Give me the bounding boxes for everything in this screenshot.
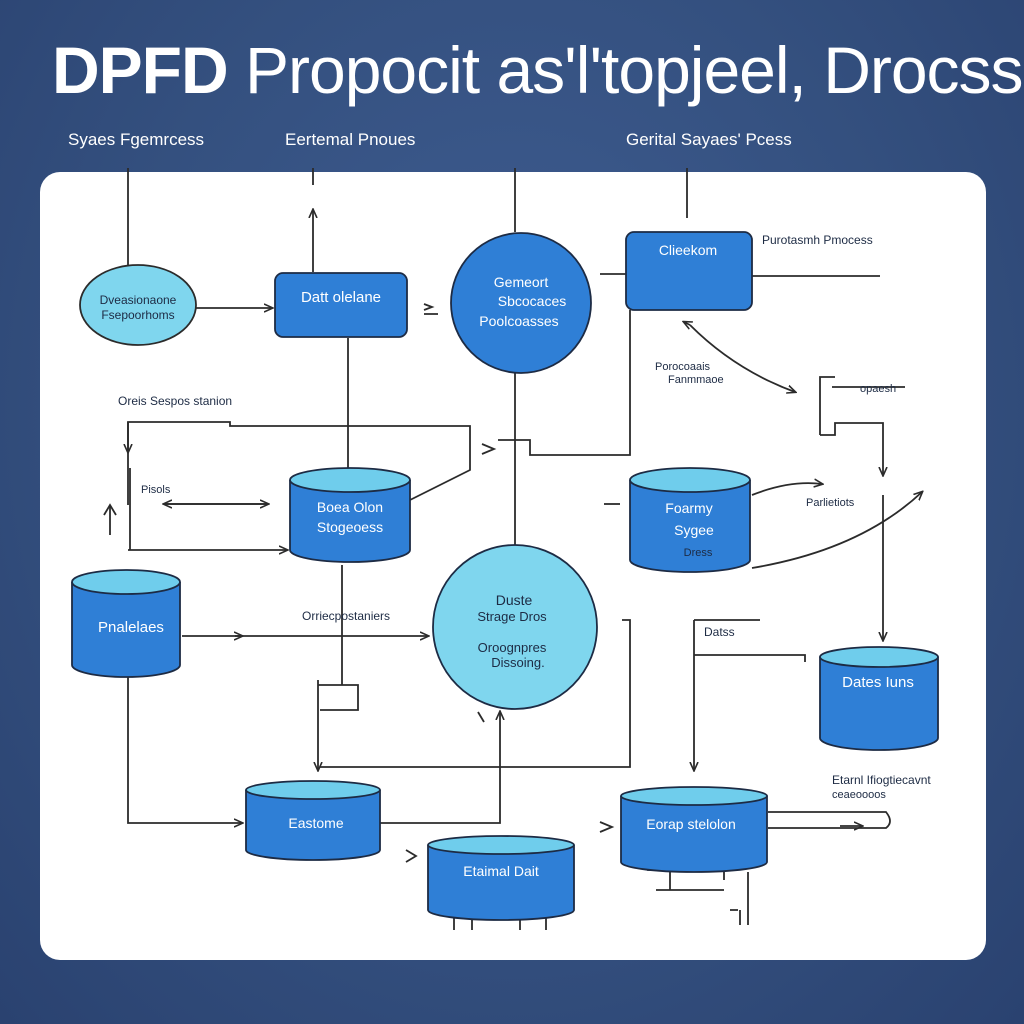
- node-label: Dissoing.: [491, 655, 544, 670]
- flow-label: Purotasmh Pmocess: [762, 233, 873, 247]
- node-label: Oroognpres: [478, 640, 547, 655]
- process-ellipse-left: Dveasionaone Fsepoorhoms: [79, 264, 197, 346]
- process-circle-top: Gemeort Sbcocaces Poolcoasses: [450, 232, 592, 374]
- node-label: Pnalelaes: [98, 619, 164, 636]
- connector-line: [819, 376, 905, 435]
- flow-label: Datss: [704, 625, 735, 639]
- datastore-bottom-right: Eorap stelolon: [620, 786, 768, 873]
- node-label: Duste: [496, 592, 533, 608]
- connector-line: [599, 821, 615, 833]
- flow-label: Oreis Sespos stanion: [118, 394, 232, 408]
- connector-line: [768, 811, 891, 829]
- datastore-bottom-middle: Etaimal Dait: [427, 835, 575, 921]
- top-label-general-process: Gerital Sayaes' Pcess: [626, 130, 792, 149]
- data-box-top-right: Clieekom: [625, 231, 753, 311]
- node-label: Fsepoorhoms: [101, 308, 174, 322]
- process-circle-middle: Duste Strage Dros Oroognpres Dissoing.: [432, 544, 598, 710]
- node-label: Clieekom: [659, 242, 717, 258]
- connector-line: [477, 711, 485, 723]
- node-label: Strage Dros: [477, 609, 547, 624]
- node-label: Boea Olon: [317, 499, 383, 515]
- node-label: Sygee: [674, 522, 714, 538]
- connector-line: [689, 324, 795, 392]
- node-label: Stogeoess: [317, 519, 383, 535]
- node-label: Dress: [684, 547, 713, 559]
- connector-line: [380, 712, 500, 824]
- flow-label: Pisols: [141, 484, 171, 496]
- connector-line: [684, 322, 690, 325]
- node-label: Eorap stelolon: [646, 816, 736, 832]
- top-label-system-process: Syaes Fgemrcess: [68, 130, 205, 149]
- node-label: Gemeort: [494, 274, 549, 290]
- connector-line: [730, 872, 749, 925]
- node-label: Poolcoasses: [479, 313, 558, 329]
- datastore-mid-left: Boea Olon Stogeoess: [289, 467, 411, 563]
- connector-lines: [103, 168, 922, 930]
- flow-label: opaesh: [860, 383, 896, 395]
- connector-line: [320, 619, 631, 768]
- datastore-bottom-left: Eastome: [245, 780, 381, 861]
- connector-line: [481, 443, 497, 455]
- node-label: Dveasionaone: [100, 293, 177, 307]
- node-label: Sbcocaces: [498, 293, 566, 309]
- connector-line: [820, 422, 883, 475]
- data-box-top: Datt olelane: [274, 272, 408, 338]
- node-label: Eastome: [288, 815, 343, 831]
- node-label: Foarmy: [665, 500, 712, 516]
- connector-line: [318, 684, 359, 711]
- flow-label: Fanmmaoe: [668, 374, 724, 386]
- connector-line: [694, 619, 806, 662]
- datastore-mid-right: Foarmy Sygee Dress: [629, 467, 751, 573]
- node-label: Datt olelane: [301, 289, 381, 306]
- node-label: Dates Iuns: [842, 674, 914, 691]
- connector-line: [751, 492, 922, 569]
- flow-labels: Purotasmh Pmocess Oreis Sespos stanion P…: [118, 233, 931, 801]
- connector-line: [751, 483, 822, 496]
- flow-label: ceaeoooos: [832, 789, 886, 801]
- datastore-right: Dates Iuns: [819, 646, 939, 751]
- flow-label: Porocoaais: [655, 361, 711, 373]
- flow-label: Etarnl Ifiogtiecavnt: [832, 773, 931, 787]
- connector-line: [423, 303, 438, 315]
- flow-label: Orriecpostaniers: [302, 609, 390, 623]
- node-label: Etaimal Dait: [463, 863, 539, 879]
- flow-label: Parlietiots: [806, 497, 855, 509]
- title-rest: Propocit as'l'topjeel, Drocss: [245, 33, 1024, 107]
- top-label-external-process: Eertemal Pnoues: [285, 130, 416, 149]
- connector-line: [405, 849, 418, 863]
- connector-line: [127, 675, 242, 823]
- connector-line: [498, 310, 631, 456]
- title-bold: DPFD: [52, 33, 229, 107]
- page-title: DPFD Propocit as'l'topjeel, Drocss: [52, 32, 1024, 108]
- datastore-left: Pnalelaes: [71, 569, 181, 678]
